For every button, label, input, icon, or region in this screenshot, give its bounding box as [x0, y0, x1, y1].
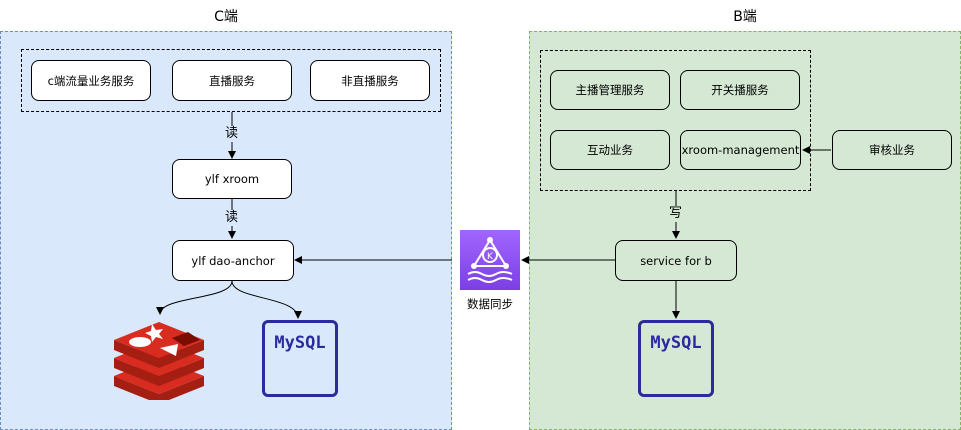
- edge-label-read-2: 读: [224, 210, 240, 226]
- c-services-group: [21, 49, 441, 112]
- redis-icon: [114, 322, 204, 400]
- svg-text:K: K: [487, 252, 494, 262]
- ylf-xroom-box[interactable]: ylf xroom: [172, 159, 292, 199]
- mysql-b-icon: MySQL: [638, 320, 714, 397]
- sync-caption: 数据同步: [467, 297, 513, 311]
- c-traffic-service-box[interactable]: c端流量业务服务: [31, 60, 151, 101]
- b-zone-title: B端: [733, 9, 757, 25]
- mysql-b-label: MySQL: [650, 332, 702, 353]
- ylf-dao-anchor-box[interactable]: ylf dao-anchor: [172, 240, 294, 281]
- live-service-box[interactable]: 直播服务: [172, 60, 292, 101]
- edge-label-write: 写: [668, 206, 684, 222]
- edge-dao-to-mysql: [231, 280, 302, 319]
- non-live-service-box[interactable]: 非直播服务: [310, 60, 430, 101]
- audit-service-box[interactable]: 审核业务: [832, 130, 952, 170]
- switch-live-service-box[interactable]: 开关播服务: [680, 70, 800, 110]
- edge-label-read-1: 读: [224, 126, 240, 142]
- edge-dao-to-redis: [156, 280, 233, 315]
- kafka-icon: K: [460, 230, 520, 290]
- b-services-group: [540, 50, 811, 191]
- mysql-c-icon: MySQL: [262, 320, 338, 397]
- anchor-management-service-box[interactable]: 主播管理服务: [550, 70, 670, 110]
- mysql-c-label: MySQL: [274, 332, 326, 353]
- interaction-service-box[interactable]: 互动业务: [550, 130, 670, 170]
- c-zone-title: C端: [214, 9, 238, 25]
- service-for-b-box[interactable]: service for b: [615, 240, 737, 281]
- xroom-management-box[interactable]: xroom-management: [680, 130, 801, 170]
